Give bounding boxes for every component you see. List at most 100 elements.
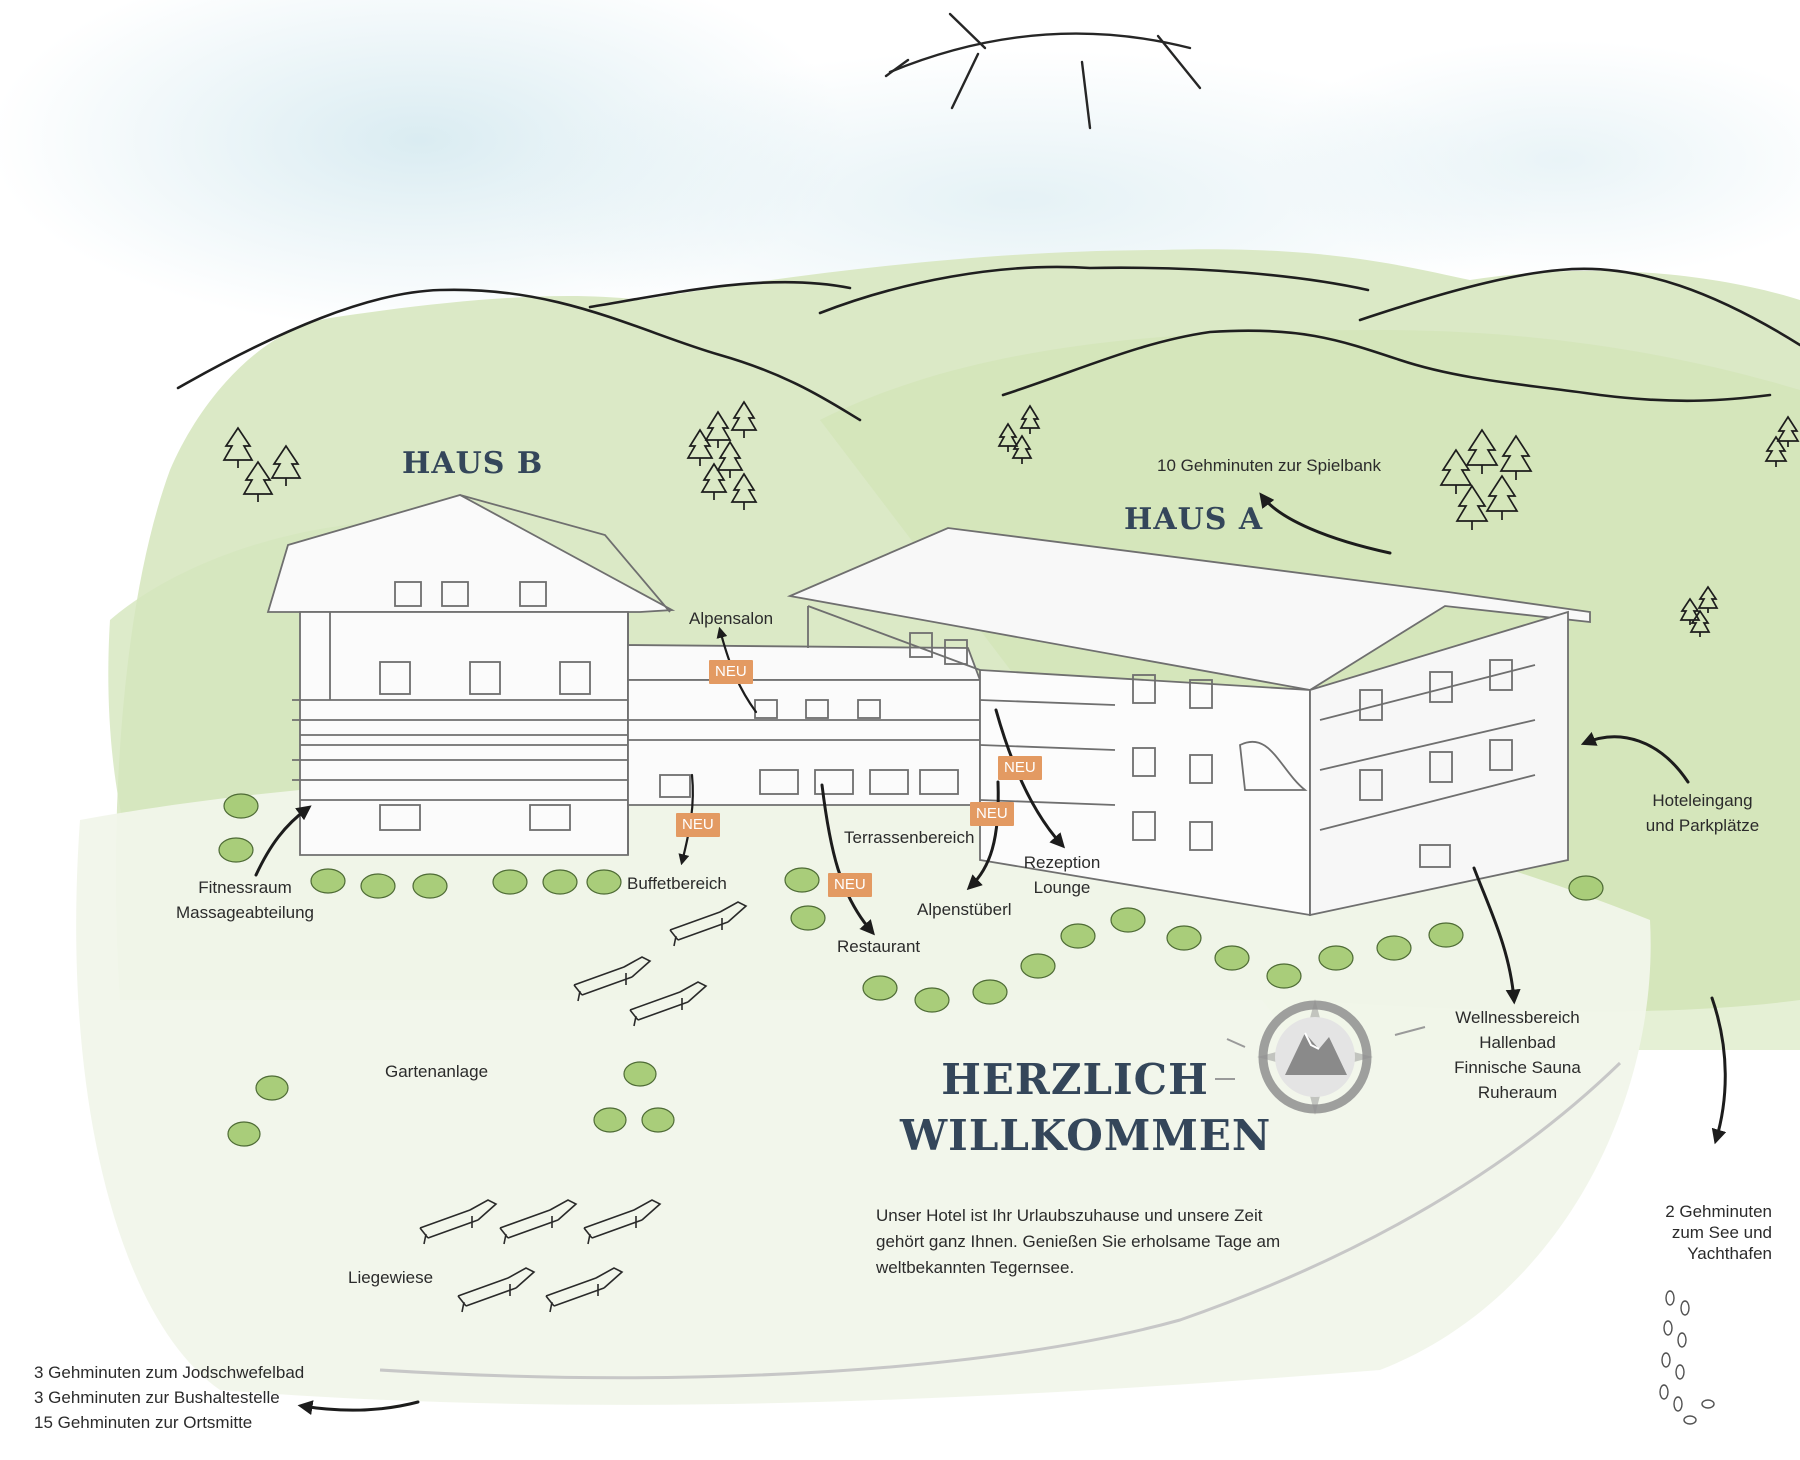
bush-icon <box>641 1107 675 1133</box>
welcome-line-2: WILLKOMMEN <box>900 1111 1272 1160</box>
arrow-restaurant <box>820 783 875 936</box>
arrow-alpenstuberl <box>966 780 1000 891</box>
arrow-wellness <box>1472 866 1521 1005</box>
neu-badge-alpenstuberl: NEU <box>970 802 1014 826</box>
tree-icon <box>242 460 274 502</box>
tree-icon <box>1697 585 1719 613</box>
label-liegewiese: Liegewiese <box>348 1268 434 1287</box>
bush-icon <box>412 873 448 899</box>
arrow-hoteleingang <box>1580 731 1690 784</box>
label-alpenstuberl: Alpenstüberl <box>917 900 1012 919</box>
bush-icon <box>492 869 528 895</box>
label-wellness-item: Ruheraum <box>1477 1083 1558 1102</box>
tree-icon <box>1011 434 1033 464</box>
tree-icon <box>270 444 302 486</box>
tree-icon <box>1465 428 1499 474</box>
bush-icon <box>790 905 826 931</box>
bush-icon <box>1166 925 1202 951</box>
tree-icon <box>1485 474 1519 520</box>
haus-a-title: HAUS A <box>1124 502 1264 537</box>
tree-icon <box>1455 484 1489 530</box>
label-buffetbereich: Buffetbereich <box>627 874 727 893</box>
label-alpensalon: Alpensalon <box>689 609 774 628</box>
bush-icon <box>593 1107 627 1133</box>
welcome-intro-text: Unser Hotel ist Ihr Urlaubszuhause und u… <box>876 1206 1281 1277</box>
ground-edge <box>379 1061 1622 1380</box>
haus-a-building <box>786 527 1591 917</box>
middle-building <box>627 644 982 806</box>
tree-icon <box>700 462 728 500</box>
label-parkplaetze: und Parkplätze <box>1645 816 1760 835</box>
bush-icon <box>218 837 254 863</box>
bush-icon <box>1214 945 1250 971</box>
tree-icon <box>1764 435 1788 467</box>
sun-icon <box>884 12 1202 130</box>
bush-icon <box>1318 945 1354 971</box>
label-distance-line: 3 Gehminuten zum Jodschwefelbad <box>34 1363 305 1382</box>
label-hoteleingang: Hoteleingang <box>1652 791 1753 810</box>
bush-icon <box>255 1075 289 1101</box>
label-wellness-list: Wellnessbereich Hallenbad Finnische Saun… <box>1440 1005 1595 1105</box>
tree-icon <box>1019 404 1041 434</box>
tree-icon <box>730 472 758 510</box>
neu-badge-alpensalon: NEU <box>709 660 753 684</box>
tree-icon <box>686 428 714 466</box>
label-lounge: Lounge <box>1033 878 1091 897</box>
tree-icon-group <box>222 400 1800 637</box>
tree-icon <box>704 410 732 448</box>
label-hoteleingang-parkplaetze: Hoteleingang und Parkplätze <box>1635 788 1770 838</box>
label-wellness-item: Wellnessbereich <box>1455 1008 1580 1027</box>
label-terrassenbereich: Terrassenbereich <box>844 828 975 847</box>
bush-icon <box>1110 907 1146 933</box>
tree-icon <box>1689 609 1711 637</box>
sun-lounger-icon <box>457 1267 536 1313</box>
label-massageabteilung: Massageabteilung <box>176 903 314 922</box>
neu-badge-rezeption: NEU <box>998 756 1042 780</box>
label-distance-line: 15 Gehminuten zur Ortsmitte <box>34 1413 253 1432</box>
sun-lounger-icon <box>499 1199 578 1245</box>
label-gartenanlage: Gartenanlage <box>385 1062 489 1081</box>
bush-icon <box>1428 922 1464 948</box>
arrow-see <box>1710 996 1727 1145</box>
label-fitnessraum: Fitnessraum <box>198 878 292 897</box>
label-rezeption-lounge: Rezeption Lounge <box>1020 850 1104 900</box>
sun-lounger-icon <box>629 981 708 1027</box>
bush-icon <box>914 987 950 1013</box>
ground <box>76 775 1651 1405</box>
sun-lounger-icon <box>419 1199 498 1245</box>
bush-icon <box>1020 953 1056 979</box>
sun-lounger-group <box>419 901 748 1313</box>
mountain-outlines <box>176 265 1800 422</box>
label-see-line: zum See und <box>1671 1223 1772 1242</box>
bush-icon <box>972 979 1008 1005</box>
bush-icon <box>1376 935 1412 961</box>
label-see-yachthafen: 2 Gehminuten zum See und Yachthafen <box>1620 1201 1772 1264</box>
label-spielbank: 10 Gehminuten zur Spielbank <box>1157 456 1381 475</box>
sun-lounger-icon <box>573 956 652 1002</box>
bush-icon <box>586 869 622 895</box>
tree-icon <box>1439 448 1473 494</box>
bush-icon <box>310 868 346 894</box>
label-restaurant: Restaurant <box>837 937 921 956</box>
tree-icon <box>1499 434 1533 480</box>
label-distance-line: 3 Gehminuten zur Bushaltestelle <box>34 1388 280 1407</box>
bush-icon <box>223 793 259 819</box>
label-see-line: Yachthafen <box>1687 1244 1772 1263</box>
label-rezeption: Rezeption <box>1023 853 1101 872</box>
welcome-heading: HERZLICH WILLKOMMEN <box>900 1052 1272 1164</box>
bush-icon <box>227 1121 261 1147</box>
haus-b-building <box>266 494 676 856</box>
tree-icon <box>1776 415 1800 447</box>
neu-badge-restaurant: NEU <box>828 873 872 897</box>
sun-lounger-icon <box>583 1199 662 1245</box>
footprints-icon <box>1659 1290 1715 1425</box>
label-see-line: 2 Gehminuten <box>1665 1202 1772 1221</box>
arrow-rezeption <box>994 708 1066 849</box>
compass-icon <box>1215 999 1426 1115</box>
tree-icon <box>730 400 758 438</box>
bush-group <box>218 793 1604 1147</box>
bush-icon <box>360 873 396 899</box>
arrow-fitness <box>254 805 312 877</box>
